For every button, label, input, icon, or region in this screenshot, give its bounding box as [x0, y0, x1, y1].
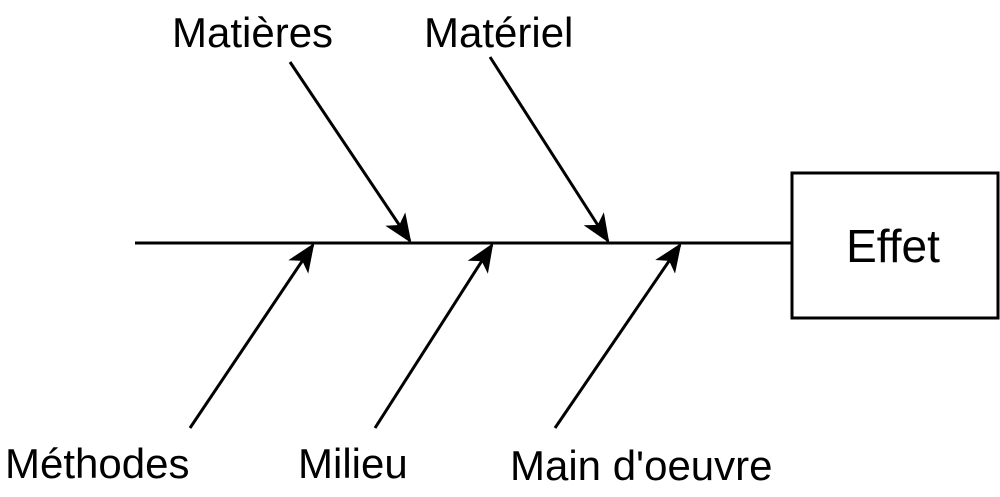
effect-label: Effet	[846, 220, 940, 272]
cause-arrow-matieres	[288, 61, 412, 243]
cause-label-milieu: Milieu	[298, 440, 408, 487]
cause-arrow-main-doeuvre	[553, 243, 682, 429]
cause-label-matieres: Matières	[172, 9, 333, 56]
cause-arrow-materiel	[488, 56, 610, 244]
effect-box	[790, 171, 1000, 320]
cause-label-main-doeuvre: Main d'oeuvre	[510, 442, 773, 489]
cause-label-materiel: Matériel	[424, 9, 573, 56]
cause-label-methodes: Méthodes	[5, 440, 189, 487]
cause-arrow-methodes	[188, 243, 315, 429]
cause-arrow-milieu	[373, 242, 494, 429]
